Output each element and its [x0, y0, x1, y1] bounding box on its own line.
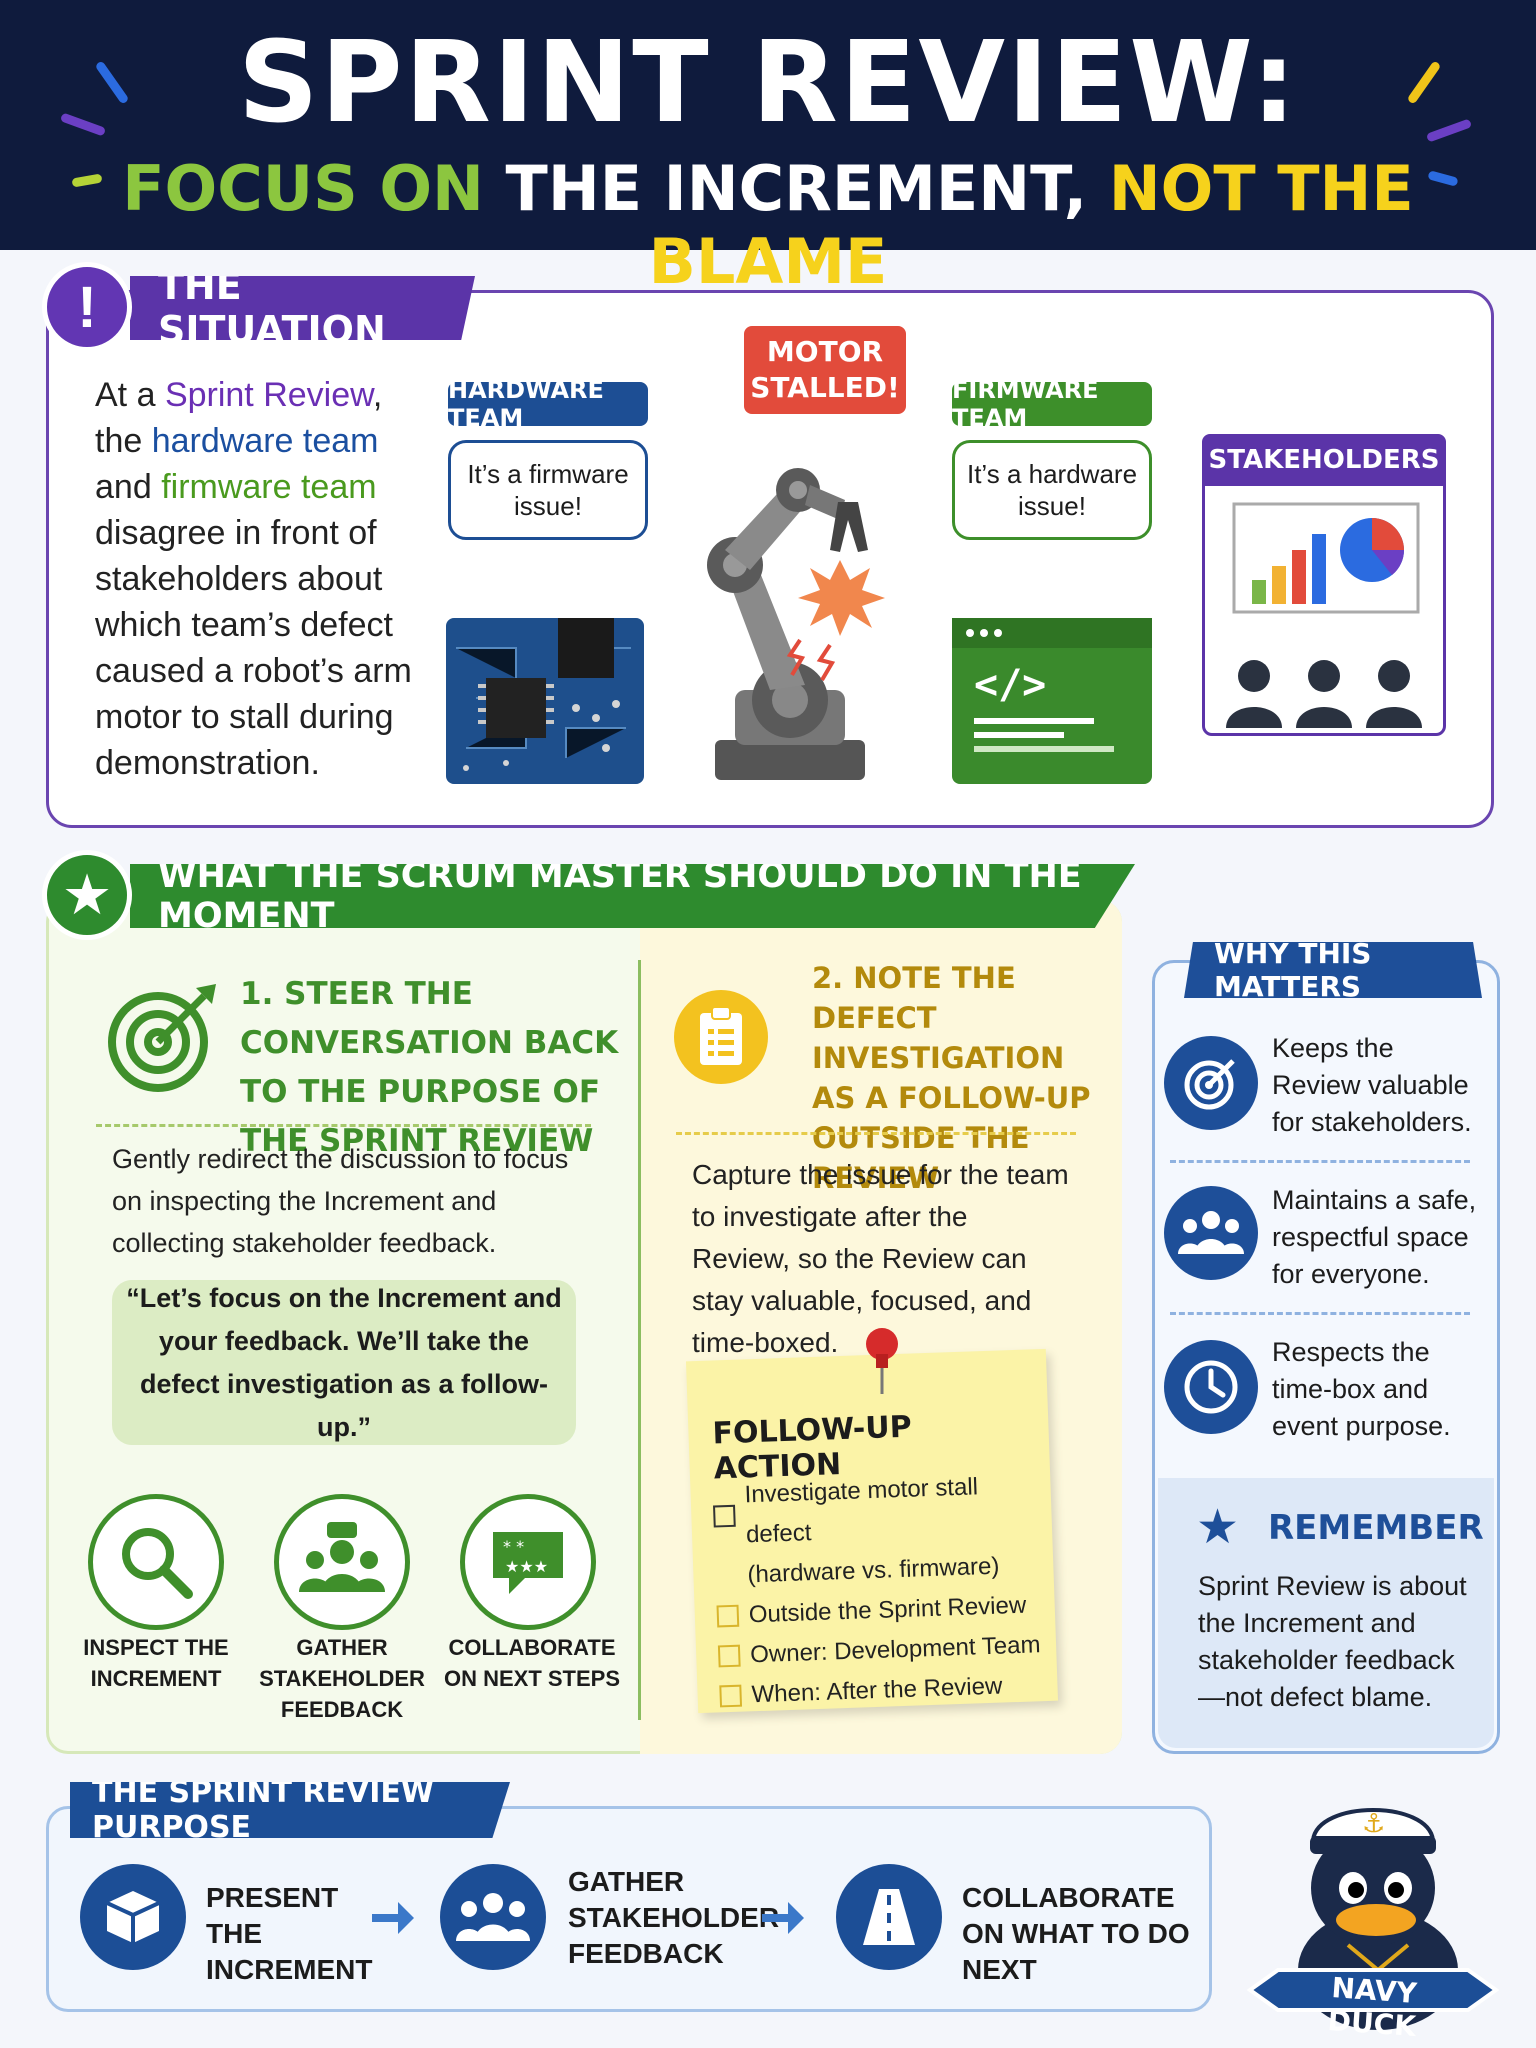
audience-icon	[1218, 656, 1430, 728]
why-item-text: Keeps the Review valuable for stakeholde…	[1272, 1033, 1472, 1137]
subtitle-not-blame: NOT THE BLAME	[648, 152, 1414, 298]
purpose-step-present: PRESENT THE INCREMENT	[206, 1882, 373, 1985]
step1-body: Gently redirect the discussion to focus …	[112, 1144, 569, 1258]
checkbox-icon	[716, 1604, 740, 1628]
target-icon	[1164, 1036, 1258, 1130]
note-list: Investigate motor stall defect (hardware…	[712, 1465, 1050, 1716]
why-item-text: Respects the time-box and event purpose.	[1272, 1337, 1451, 1441]
svg-text:⚓: ⚓	[1362, 1809, 1385, 1839]
star-icon: ★	[42, 850, 132, 940]
svg-text:★★★: ★★★	[505, 1557, 548, 1576]
svg-text:</>: </>	[974, 662, 1046, 708]
page-subtitle: FOCUS ON THE INCREMENT, NOT THE BLAME	[0, 152, 1536, 298]
step2-title: 2. NOTE THE DEFECT INVESTIGATION AS A FO…	[812, 961, 1091, 1195]
step2-divider	[676, 1132, 1076, 1135]
step1-divider	[96, 1124, 591, 1127]
action-label-feedback: GATHER STAKEHOLDER FEEDBACK	[259, 1635, 425, 1722]
purpose-heading: THE SPRINT REVIEW PURPOSE	[70, 1782, 510, 1838]
star-icon: ★	[1196, 1501, 1240, 1554]
hardware-speech-bubble: It’s a firmware issue!	[448, 440, 648, 540]
remember-title: REMEMBER	[1268, 1508, 1484, 1548]
situation-heading: THE SITUATION	[130, 276, 475, 340]
mascot-banner: NAVY DUCK	[1326, 1971, 1418, 2043]
firmware-team-tag: FIRMWARE TEAM	[952, 376, 1152, 432]
circuit-board-image	[446, 618, 644, 784]
header-banner: SPRINT REVIEW: FOCUS ON THE INCREMENT, N…	[0, 0, 1536, 298]
box-icon	[80, 1864, 186, 1970]
why-item-text: Maintains a safe, respectful space for e…	[1272, 1185, 1477, 1289]
checkbox-icon	[719, 1684, 743, 1708]
motor-stalled-tag: MOTOR STALLED!	[744, 326, 906, 414]
svg-text:* *: * *	[503, 1537, 524, 1556]
road-icon	[836, 1864, 942, 1970]
exclamation-icon: !	[42, 262, 132, 352]
checkbox-icon	[713, 1504, 736, 1528]
action-label-collaborate: COLLABORATE ON NEXT STEPS	[443, 1635, 621, 1691]
action-label-inspect: INSPECT THE INCREMENT	[83, 1635, 229, 1691]
checkbox-icon	[715, 1565, 738, 1588]
arrow-right-icon	[760, 1898, 806, 1938]
scrum-master-quote: “Let’s focus on the Increment and your f…	[112, 1280, 576, 1445]
clipboard-icon	[674, 990, 768, 1084]
why-heading: WHY THIS MATTERS	[1184, 942, 1482, 998]
group-icon	[274, 1494, 410, 1630]
subtitle-increment: THE INCREMENT,	[505, 152, 1088, 225]
firmware-speech-bubble: It’s a hardware issue!	[952, 440, 1152, 540]
people-icon	[1164, 1186, 1258, 1280]
subtitle-focus-on: FOCUS ON	[122, 152, 484, 225]
step1-title: 1. STEER THE CONVERSATION BACK TO THE PU…	[240, 976, 619, 1159]
pushpin-icon	[862, 1326, 902, 1396]
presentation-chart-image	[1222, 500, 1428, 620]
moment-heading: WHAT THE SCRUM MASTER SHOULD DO IN THE M…	[130, 864, 1135, 928]
remember-box	[1158, 1478, 1494, 1748]
target-icon	[104, 980, 220, 1096]
note-item: Investigate motor stall defect	[712, 1465, 1045, 1556]
purpose-step-collaborate: COLLABORATE ON WHAT TO DO NEXT	[962, 1882, 1190, 1985]
purpose-step-gather: GATHER STAKEHOLDER FEEDBACK	[568, 1866, 780, 1969]
why-divider	[1170, 1312, 1470, 1315]
magnifier-icon	[88, 1494, 224, 1630]
navy-duck-mascot: ⚓ NAVY DUCK	[1238, 1770, 1508, 2043]
step2-body: Capture the issue for the team to invest…	[692, 1159, 1069, 1358]
page-title: SPRINT REVIEW:	[237, 18, 1299, 148]
chat-icon: * *★★★	[460, 1494, 596, 1630]
group-icon	[440, 1864, 546, 1970]
clock-icon	[1164, 1340, 1258, 1434]
hardware-team-tag: HARDWARE TEAM	[448, 376, 648, 432]
situation-description: At a Sprint Review, the hardware team an…	[95, 376, 412, 782]
purpose-panel	[46, 1806, 1212, 2012]
robot-arm-image	[680, 440, 920, 790]
follow-up-sticky-note: FOLLOW-UP ACTION Investigate motor stall…	[685, 1348, 1059, 1716]
step-divider	[638, 960, 641, 1720]
checkbox-icon	[717, 1644, 741, 1668]
stakeholders-tag: STAKEHOLDERS	[1202, 434, 1446, 486]
remember-text: Sprint Review is about the Increment and…	[1198, 1571, 1467, 1712]
arrow-right-icon	[370, 1898, 416, 1938]
code-window-image: </>	[952, 618, 1152, 784]
why-divider	[1170, 1160, 1470, 1163]
